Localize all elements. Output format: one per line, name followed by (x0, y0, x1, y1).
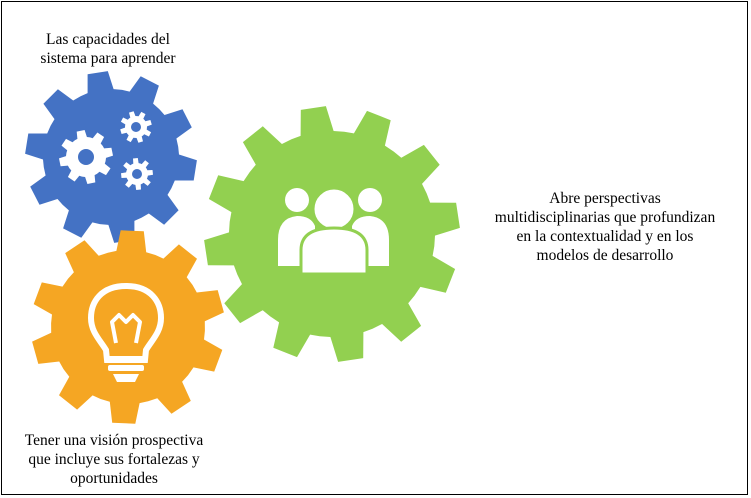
orange-gear (32, 230, 224, 424)
caption-line: Abre perspectivas (549, 190, 661, 207)
caption-line: Tener una visión prospectiva (24, 432, 204, 449)
caption-line: en la contextualidad y en los (516, 228, 694, 245)
caption-line: oportunidades (70, 470, 158, 487)
caption-line: multidisciplinarias que profundizan (494, 209, 716, 226)
caption-learning-capacity: Las capacidades del sistema para aprende… (8, 30, 208, 68)
caption-line: modelos de desarrollo (536, 247, 674, 264)
caption-line: Las capacidades del (46, 31, 170, 48)
blue-gear (25, 71, 197, 243)
caption-line: que incluye sus fortalezas y (28, 451, 200, 468)
cogs-icon (59, 111, 153, 190)
lightbulb-icon (87, 282, 165, 382)
caption-multidisciplinary-perspectives: Abre perspectivas multidisciplinarias qu… (455, 189, 751, 265)
people-group-icon (278, 186, 389, 276)
caption-line: sistema para aprender (40, 50, 176, 67)
caption-prospective-vision: Tener una visión prospectiva que incluye… (4, 431, 224, 488)
